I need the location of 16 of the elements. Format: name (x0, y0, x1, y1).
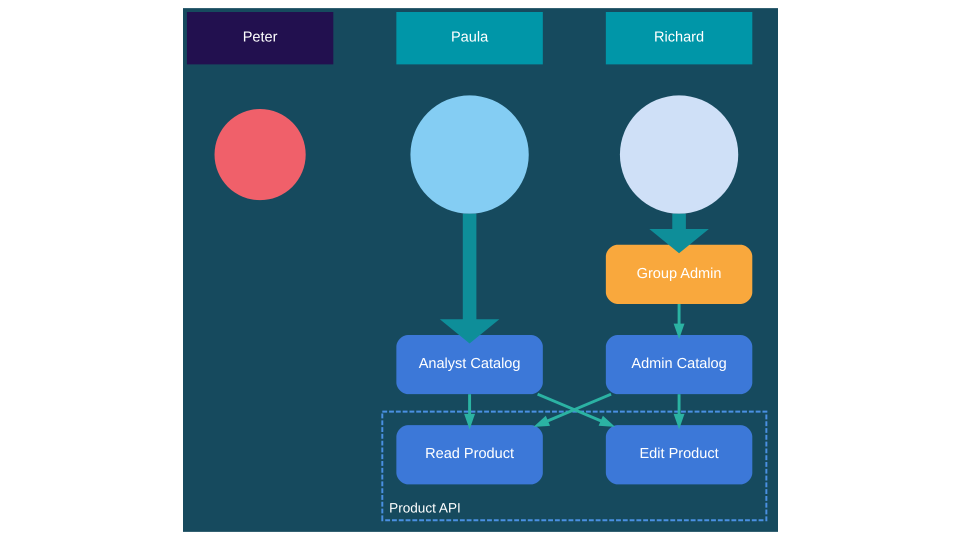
arrow (464, 394, 475, 430)
node-person (214, 109, 306, 200)
node-box: Admin Catalog (605, 334, 752, 394)
node-box: Read Product (396, 425, 542, 484)
node-box: Group Admin (605, 244, 752, 304)
arrow (673, 394, 684, 430)
arrow (648, 214, 708, 254)
arrow (673, 304, 684, 340)
node-box: Edit Product (605, 425, 752, 484)
node-box: Richard (605, 12, 752, 64)
node-box: Paula (396, 12, 542, 64)
node-person (619, 95, 738, 214)
node-box: Peter (186, 12, 333, 64)
arrow (439, 214, 499, 344)
node-box: Analyst Catalog (396, 334, 542, 394)
node-person (410, 95, 528, 214)
